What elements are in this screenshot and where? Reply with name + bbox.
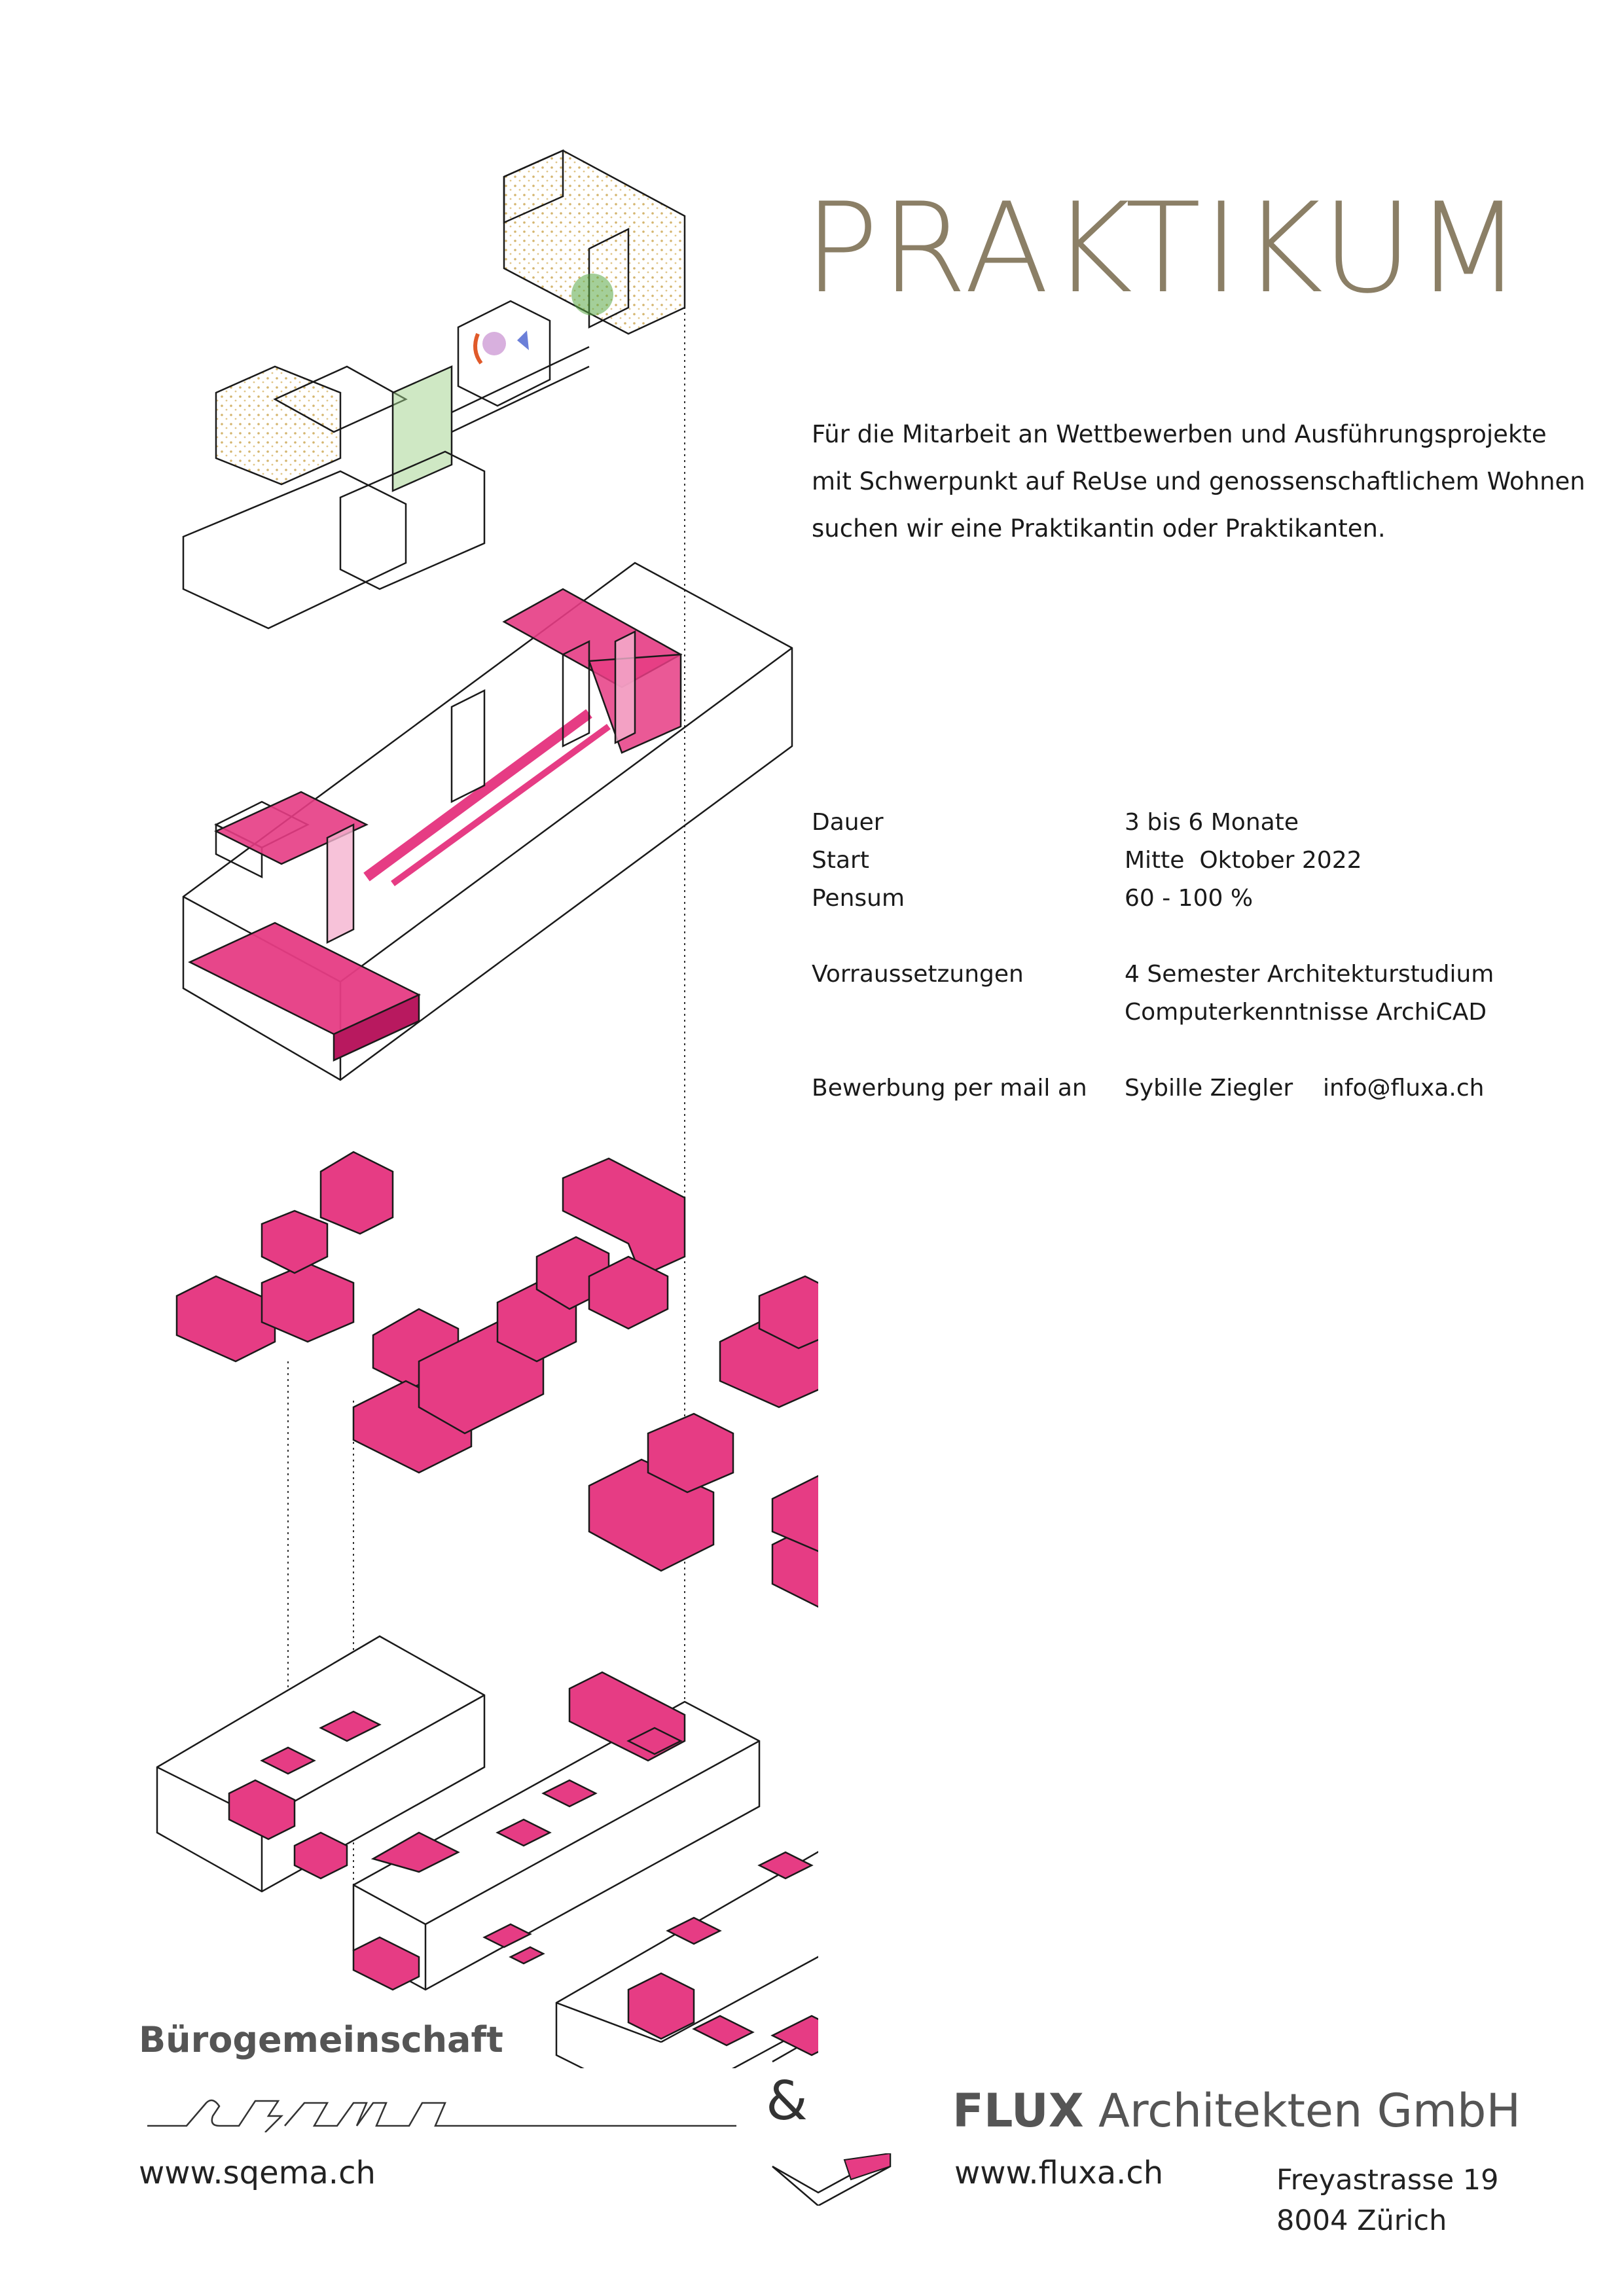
sqema-website-link[interactable]: www.sqema.ch bbox=[139, 2155, 376, 2191]
detail-pensum: Pensum 60 - 100 % bbox=[812, 880, 1494, 918]
flux-rest: Architekten GmbH bbox=[1083, 2084, 1521, 2138]
flux-bold: FLUX bbox=[952, 2084, 1084, 2138]
ampersand: & bbox=[766, 2070, 808, 2132]
detail-value: Computerkenntnisse ArchiCAD bbox=[1125, 999, 1487, 1026]
buerogemeinschaft-heading: Bürogemeinschaft bbox=[139, 2019, 503, 2060]
detail-voraussetzungen-2: Computerkenntnisse ArchiCAD bbox=[812, 994, 1494, 1031]
intro-text: Für die Mitarbeit an Wettbewerben und Au… bbox=[812, 411, 1585, 552]
axonometric-illustration bbox=[156, 149, 818, 2109]
flux-architekten-name: FLUX Architekten GmbH bbox=[952, 2088, 1521, 2134]
top-wireframe-model bbox=[182, 149, 686, 630]
address-city: 8004 Zürich bbox=[1276, 2204, 1447, 2237]
projection-lines bbox=[287, 301, 685, 1885]
white-building-volumes bbox=[156, 1635, 818, 2109]
building-fragment-icon bbox=[772, 2153, 892, 2206]
detail-dauer: Dauer 3 bis 6 Monate bbox=[812, 804, 1494, 842]
intro-line-3: suchen wir eine Praktikantin oder Prakti… bbox=[812, 514, 1386, 543]
details-list: Dauer 3 bis 6 Monate Start Mitte Oktober… bbox=[812, 804, 1494, 1107]
detail-value: 60 - 100 % bbox=[1125, 885, 1254, 912]
detail-label: Vorraussetzungen bbox=[812, 961, 1024, 988]
footer-band bbox=[0, 2068, 1624, 2296]
address-street: Freyastrasse 19 bbox=[1276, 2164, 1499, 2197]
detail-value: 3 bis 6 Monate bbox=[1125, 809, 1299, 836]
detail-label: Start bbox=[812, 847, 869, 874]
detail-value: Mitte Oktober 2022 bbox=[1125, 847, 1362, 874]
detail-value: Sybille Ziegler info@fluxa.ch bbox=[1125, 1075, 1485, 1102]
intro-line-1: Für die Mitarbeit an Wettbewerben und Au… bbox=[812, 420, 1547, 448]
page-title: PRAKTIKUM bbox=[804, 176, 1525, 321]
detail-start: Start Mitte Oktober 2022 bbox=[812, 842, 1494, 880]
detail-label: Pensum bbox=[812, 885, 905, 912]
address: Freyastrasse 19 8004 Zürich bbox=[1276, 2160, 1499, 2241]
detail-value: 4 Semester Architekturstudium bbox=[1125, 961, 1494, 988]
building-section-model bbox=[182, 562, 793, 1081]
flux-website-link[interactable]: www.fluxa.ch bbox=[954, 2155, 1164, 2191]
sqema-logo-icon bbox=[147, 2099, 736, 2132]
detail-voraussetzungen: Vorraussetzungen 4 Semester Architekturs… bbox=[812, 956, 1494, 994]
detail-bewerbung: Bewerbung per mail an Sybille Ziegler in… bbox=[812, 1069, 1494, 1107]
detail-label: Bewerbung per mail an bbox=[812, 1075, 1087, 1102]
detail-label: Dauer bbox=[812, 809, 884, 836]
intro-line-2: mit Schwerpunkt auf ReUse und genossensc… bbox=[812, 467, 1585, 495]
pink-volumes bbox=[175, 1151, 818, 1608]
